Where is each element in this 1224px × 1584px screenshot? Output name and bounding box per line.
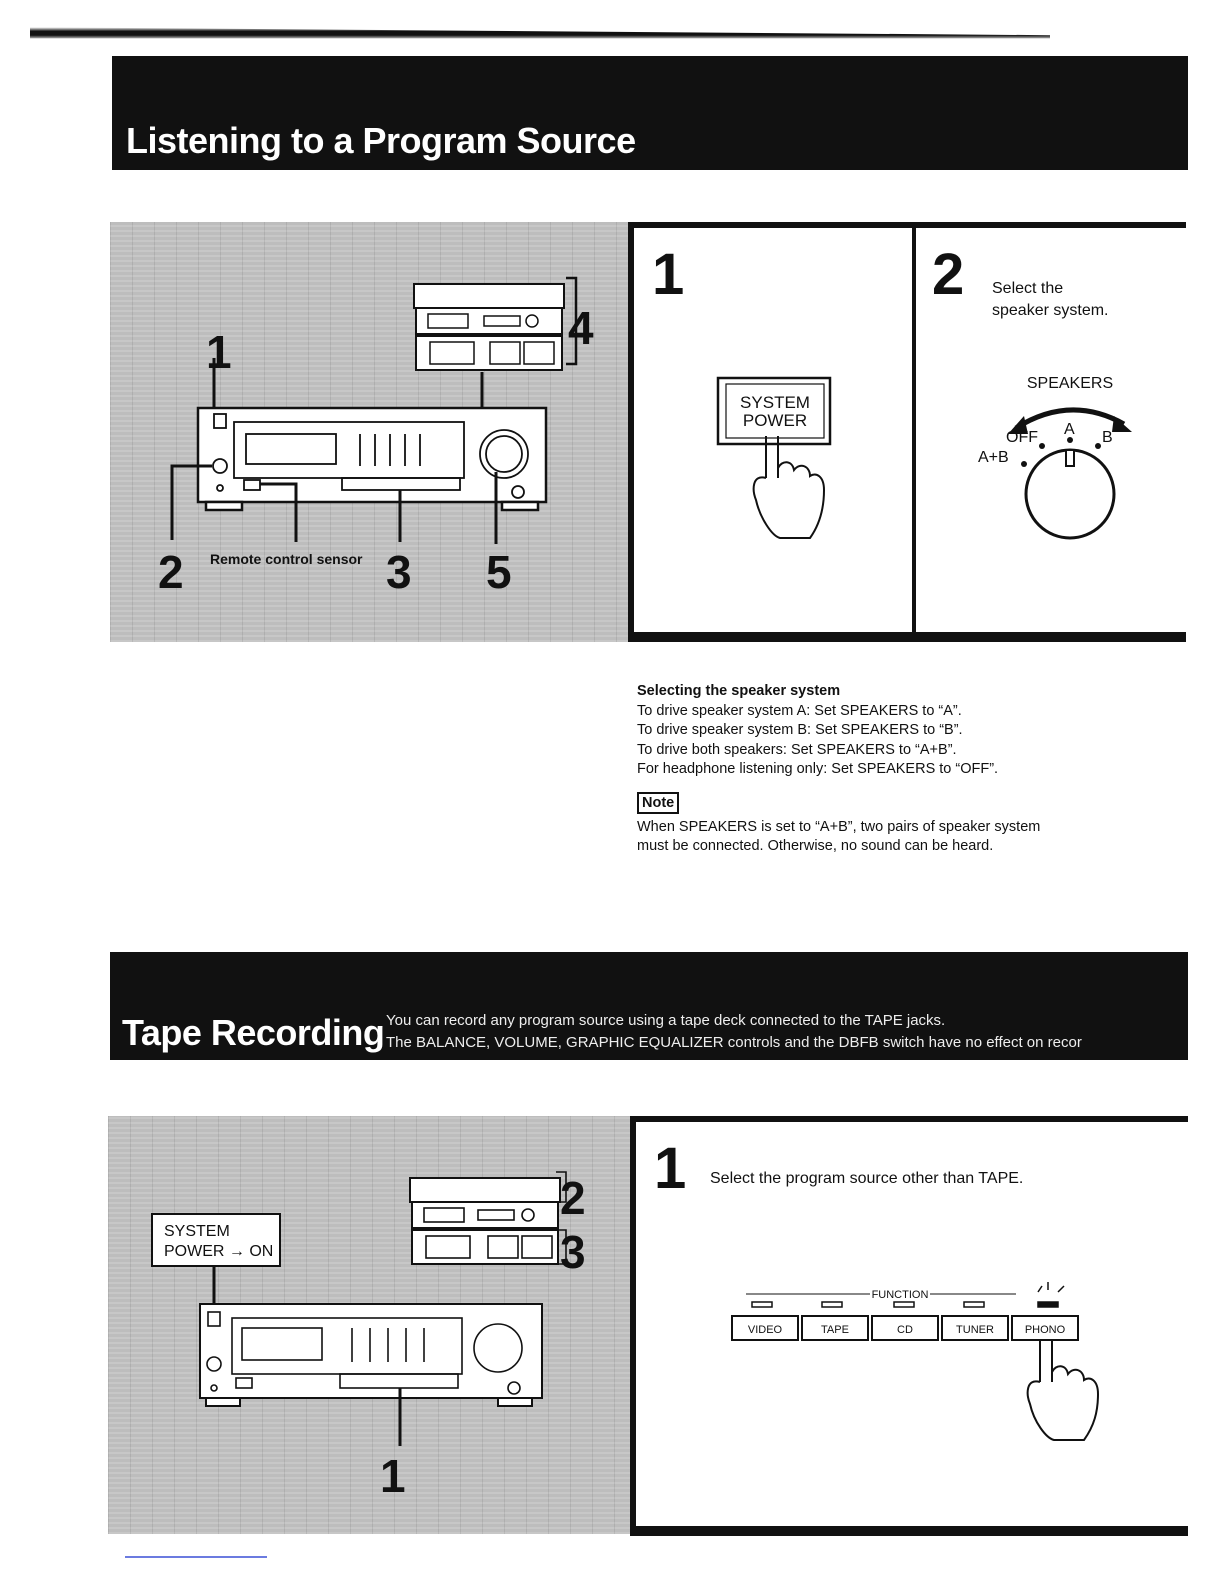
function-selector-drawing: FUNCTION VIDEO TAPE CD TUNER PHONO bbox=[731, 1282, 1100, 1441]
cd-button[interactable] bbox=[871, 1315, 939, 1341]
notes-line: For headphone listening only: Set SPEAKE… bbox=[637, 761, 999, 777]
step-2-text: Select the speaker system. bbox=[992, 280, 1109, 319]
step-1-select-source: 1 Select the program source other than T… bbox=[630, 1116, 1188, 1536]
callout-3: 3 bbox=[560, 1226, 586, 1278]
system-power-button-drawing: SYSTEM POWER bbox=[716, 376, 832, 539]
receiver-illustration: 1 2 3 4 5 Remote control sensor bbox=[110, 222, 630, 642]
svg-text:TUNER: TUNER bbox=[956, 1324, 994, 1336]
section-header-listening: Listening to a Program Source bbox=[112, 56, 1188, 170]
pointing-hand-icon bbox=[752, 436, 826, 539]
note-line: must be connected. Otherwise, no sound c… bbox=[637, 838, 994, 854]
svg-text:CD: CD bbox=[897, 1324, 913, 1336]
callout-1: 1 bbox=[206, 326, 232, 378]
system-power-label-line2: POWER bbox=[743, 411, 807, 430]
video-button[interactable] bbox=[731, 1315, 799, 1341]
svg-text:VIDEO: VIDEO bbox=[748, 1324, 783, 1336]
top-rule bbox=[30, 27, 1050, 39]
notes-line: To drive both speakers: Set SPEAKERS to … bbox=[637, 741, 957, 758]
step-1-power: 1 SYSTEM POWER bbox=[628, 222, 916, 642]
pos-ab: A+B bbox=[978, 449, 1009, 466]
notes-line: To drive speaker system B: Set SPEAKERS … bbox=[637, 722, 963, 738]
section-intro: You can record any program source using … bbox=[386, 1012, 1082, 1051]
notes-line: To drive speaker system A: Set SPEAKERS … bbox=[637, 702, 962, 719]
pos-a: A bbox=[1064, 421, 1075, 438]
speakers-label: SPEAKERS bbox=[1027, 375, 1113, 392]
receiver-drawing: 1 2 3 4 5 Remote control sensor bbox=[158, 276, 594, 598]
system-power-callout bbox=[151, 1213, 281, 1267]
remote-sensor-label: Remote control sensor bbox=[210, 551, 363, 567]
callout-2: 2 bbox=[158, 546, 184, 598]
section-header-tape-recording: Tape Recording You can record any progra… bbox=[110, 952, 1188, 1060]
svg-text:PHONO: PHONO bbox=[1025, 1324, 1066, 1336]
section-title: Listening to a Program Source bbox=[126, 120, 636, 161]
svg-text:POWER → ON: POWER → ON bbox=[164, 1243, 273, 1260]
step-number: 1 bbox=[652, 242, 685, 307]
step-number: 1 bbox=[654, 1136, 687, 1201]
indicator-light-icon bbox=[1037, 1282, 1065, 1293]
note-line: When SPEAKERS is set to “A+B”, two pairs… bbox=[637, 818, 1041, 835]
selector-arrow bbox=[1014, 407, 1126, 431]
tape-button[interactable] bbox=[801, 1315, 869, 1341]
callout-1: 1 bbox=[380, 1450, 406, 1502]
footer-rule bbox=[125, 1556, 267, 1558]
tape-recording-illustration: SYSTEM POWER → ON bbox=[108, 1116, 636, 1534]
note-label: Note bbox=[637, 791, 680, 814]
notes-heading: Selecting the speaker system bbox=[637, 683, 841, 699]
system-power-label-line1: SYSTEM bbox=[740, 393, 810, 412]
speakers-selector-drawing: SPEAKERS OFF A B A+B bbox=[978, 375, 1132, 540]
callout-4: 4 bbox=[568, 302, 594, 354]
receiver-drawing: SYSTEM POWER → ON bbox=[151, 1171, 586, 1502]
phono-button[interactable] bbox=[1011, 1315, 1079, 1341]
step-number: 2 bbox=[932, 242, 965, 307]
speaker-notes: Selecting the speaker system To drive sp… bbox=[637, 682, 1107, 857]
callout-3: 3 bbox=[386, 546, 412, 598]
svg-text:TAPE: TAPE bbox=[821, 1324, 849, 1336]
pointing-hand-icon bbox=[1026, 1340, 1100, 1441]
step-1-text: Select the program source other than TAP… bbox=[710, 1170, 1024, 1187]
section-title: Tape Recording bbox=[122, 1012, 385, 1053]
callout-2: 2 bbox=[560, 1172, 586, 1224]
step-2-speakers: 2 Select the speaker system. SPEAKERS OF… bbox=[912, 222, 1186, 642]
tuner-button[interactable] bbox=[941, 1315, 1009, 1341]
pos-b: B bbox=[1102, 429, 1113, 446]
pos-off: OFF bbox=[1006, 429, 1038, 446]
svg-text:SYSTEM: SYSTEM bbox=[164, 1223, 230, 1240]
callout-5: 5 bbox=[486, 546, 512, 598]
function-label: FUNCTION bbox=[872, 1289, 929, 1301]
